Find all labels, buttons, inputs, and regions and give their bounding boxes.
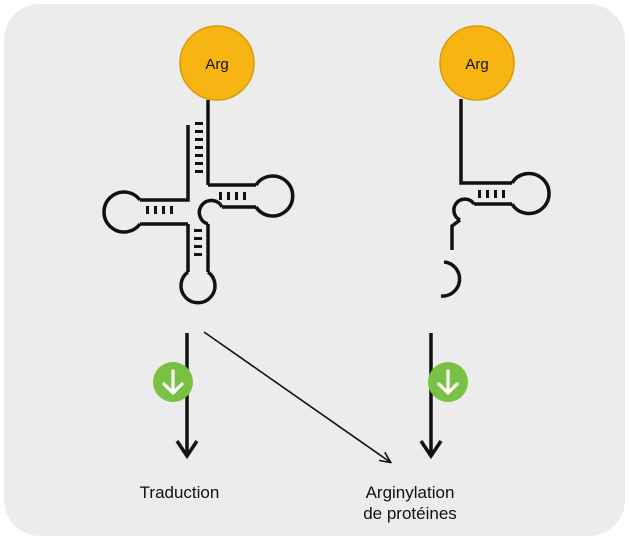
anticodon-stem-pairs <box>194 229 202 256</box>
arginylation-caption-line1: Arginylation <box>365 483 455 502</box>
right-trna <box>439 25 551 298</box>
arginylation-arrow <box>419 333 443 460</box>
right-arg-ball <box>439 25 515 101</box>
arginylation-caption-line2: de protéines <box>363 504 457 523</box>
right-t-arm-pairs <box>478 190 505 198</box>
translation-caption: Traduction <box>139 483 220 502</box>
down-arrow-badge-icon <box>428 362 468 402</box>
left-arg-label: Arg <box>205 56 228 73</box>
cross-arrow <box>203 331 390 462</box>
left-trna <box>102 25 295 305</box>
d-arm-pairs <box>146 206 173 214</box>
diagram-panel <box>4 4 625 536</box>
left-arg-ball <box>179 25 255 101</box>
right-arg-label: Arg <box>465 56 488 73</box>
arginylation-caption: Arginylation de protéines <box>335 482 485 524</box>
acceptor-stem-pairs <box>195 122 203 173</box>
down-arrow-badge-icon <box>153 362 193 402</box>
t-arm-pairs <box>219 192 246 200</box>
